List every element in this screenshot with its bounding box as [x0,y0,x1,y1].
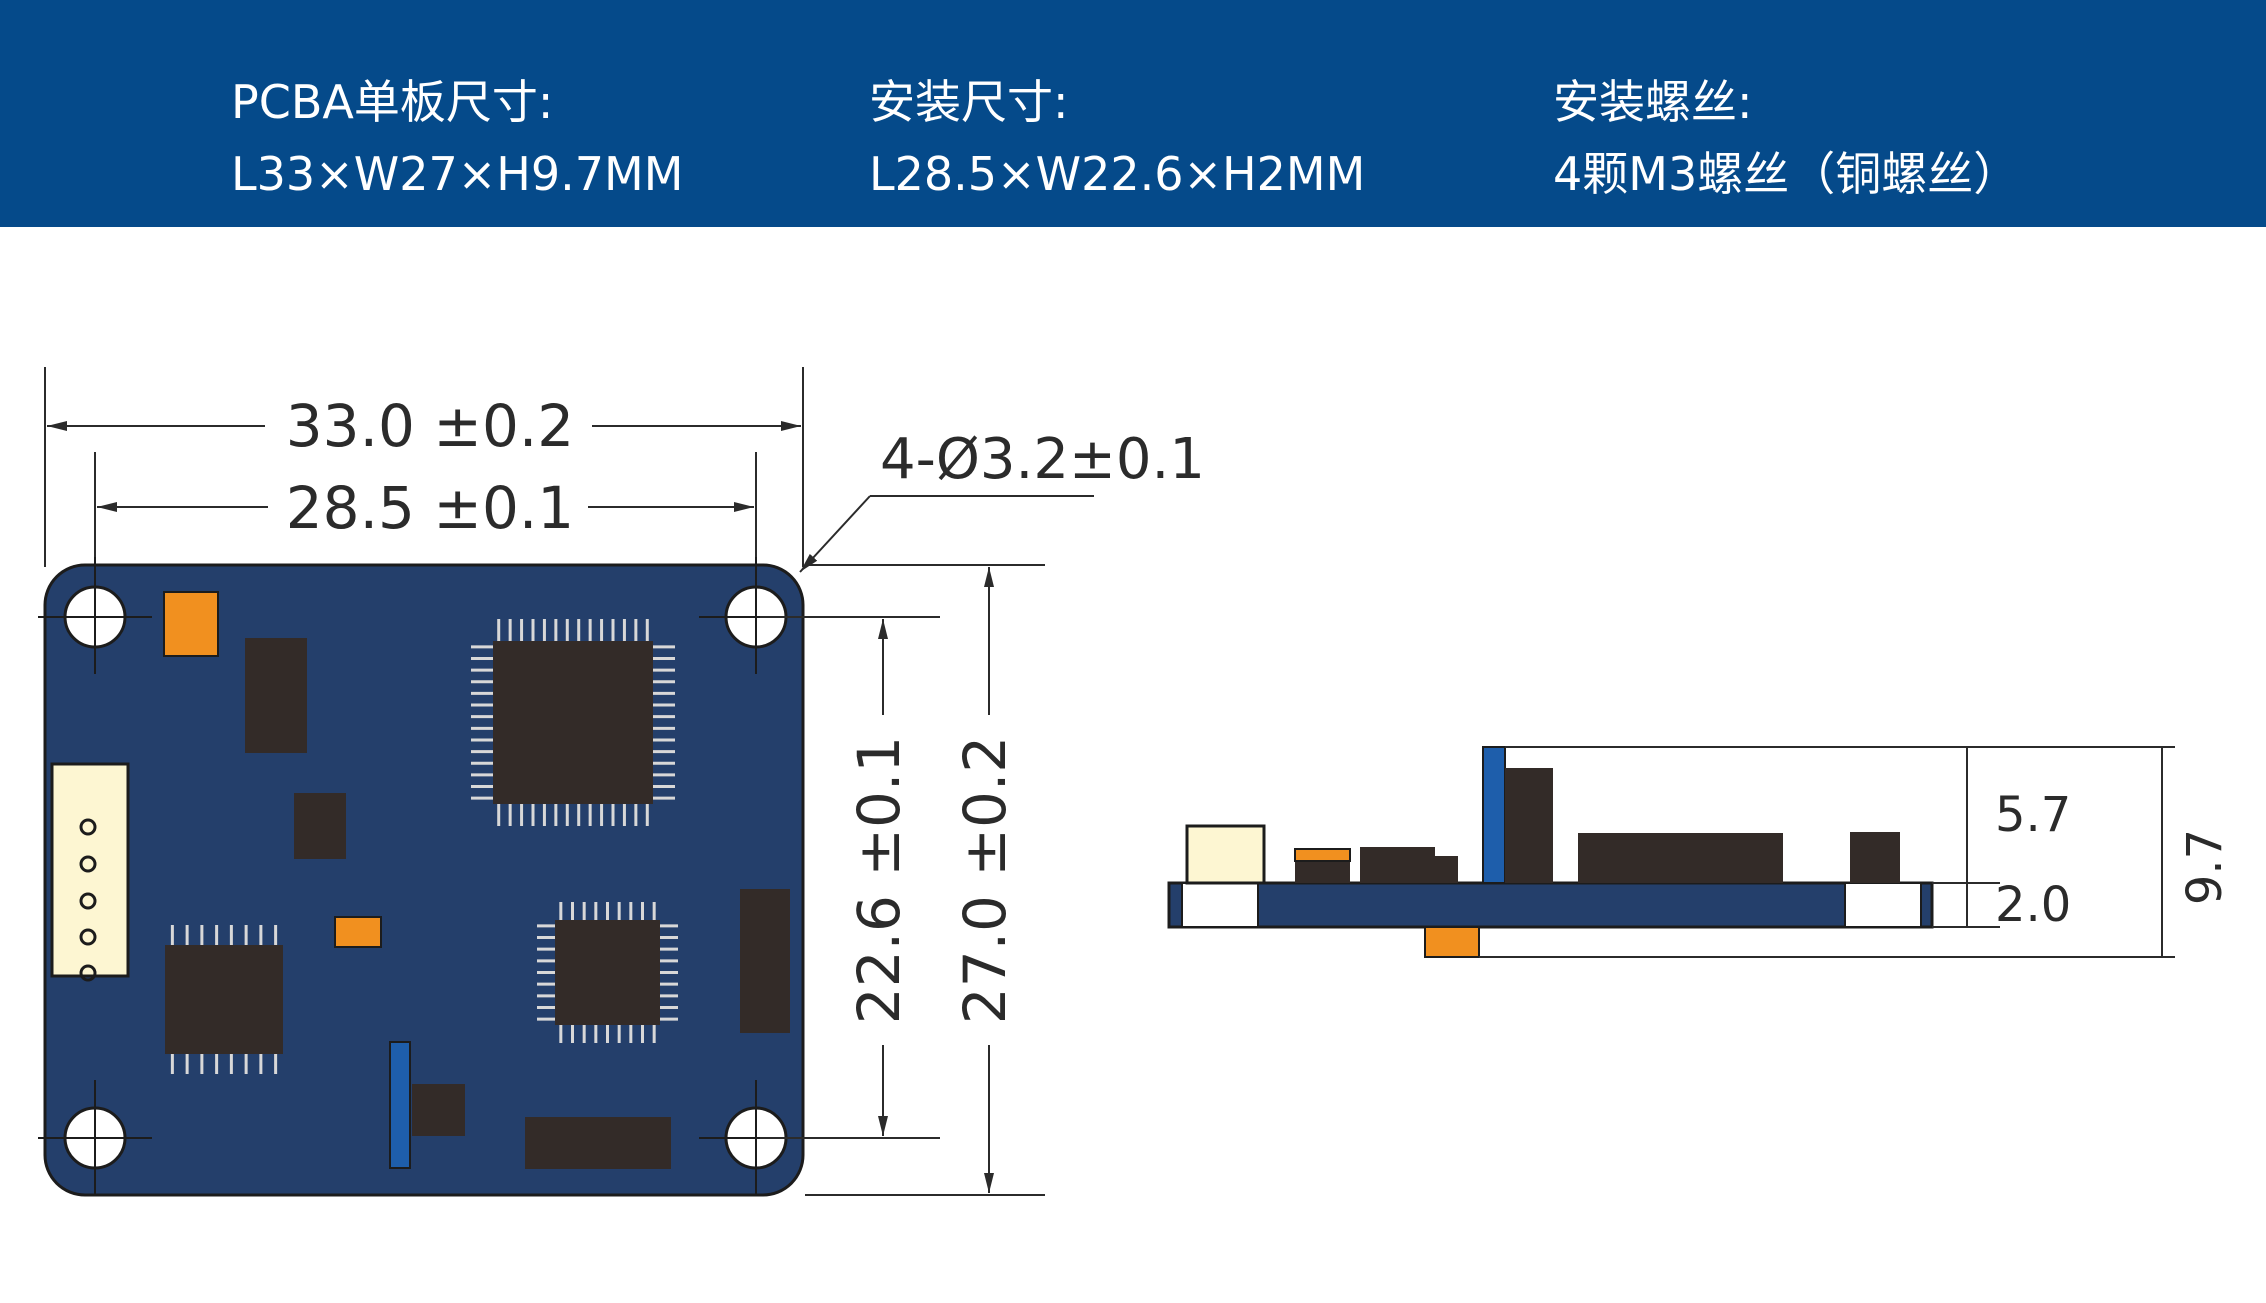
dim-board-height: 2.0 [1966,877,2071,933]
orange-component [163,591,219,657]
chip [245,638,307,753]
dim-label: 28.5 ±0.1 [286,474,574,542]
chip-side [1435,856,1458,883]
soic-chip [165,925,283,1074]
spec-banner: PCBA单板尺寸: L33×W27×H9.7MM 安装尺寸: L28.5×W22… [0,0,2266,227]
dim-label: 4-Ø3.2±0.1 [880,427,1205,492]
spec-label: PCBA单板尺寸: [231,75,554,129]
spec-value: 4颗M3螺丝（铜螺丝） [1553,147,2020,201]
dim-overall-width: 27.0 ±0.2 [805,564,1045,1196]
dim-label: 9.7 [2177,829,2233,905]
mounting-hole [38,557,152,674]
chip-side [1505,768,1553,883]
chip-side [1850,832,1900,883]
qfp-chip-small [537,902,678,1043]
dimension-drawing: 33.0 ±0.2 28.5 ±0.1 4-Ø3.2±0.1 22.6 ±0.1 [38,367,2233,1197]
dim-label: 22.6 ±0.1 [845,736,913,1024]
spec-pcba-size: PCBA单板尺寸: L33×W27×H9.7MM [231,66,683,210]
top-view: 33.0 ±0.2 28.5 ±0.1 4-Ø3.2±0.1 22.6 ±0.1 [38,367,1205,1197]
dim-label: 33.0 ±0.2 [286,392,574,460]
pcb-board-side [1167,881,1934,929]
spec-screws: 安装螺丝: 4颗M3螺丝（铜螺丝） [1553,66,2019,210]
dim-component-height: 5.7 [1966,747,2071,883]
chip-side [1578,833,1783,883]
chip [525,1117,671,1169]
dim-label: 2.0 [1995,877,2071,933]
orange-component [334,916,382,948]
qfp-chip-large [471,619,675,826]
mounting-hole-section [1844,882,1922,928]
connector [50,762,130,982]
chip [740,889,790,1033]
spec-label: 安装尺寸: [869,75,1069,129]
chip [294,793,346,859]
blue-part-side [1482,746,1506,884]
dim-label: 5.7 [1995,787,2071,843]
spec-value: L28.5×W22.6×H2MM [869,147,1366,201]
orange-component-bottom [1424,926,1480,958]
dim-label: 27.0 ±0.2 [951,736,1019,1024]
mounting-hole-section [1181,882,1259,928]
dim-hole-callout: 4-Ø3.2±0.1 [799,427,1205,573]
chip-side [1360,847,1435,883]
mounting-hole [38,1080,152,1195]
spec-value: L33×W27×H9.7MM [231,147,684,201]
side-view: 5.7 2.0 9.7 [1167,746,2233,958]
dim-mount-length: 28.5 ±0.1 [94,452,757,557]
spec-label: 安装螺丝: [1553,75,1753,129]
blue-part [389,1041,411,1169]
dim-mount-width: 22.6 ±0.1 [760,616,940,1139]
chip [412,1084,465,1136]
orange-component-side [1294,848,1351,862]
connector-side [1185,824,1266,885]
dim-overall-length: 33.0 ±0.2 [44,367,804,567]
dim-total-height: 9.7 [2161,747,2233,957]
spec-mount-size: 安装尺寸: L28.5×W22.6×H2MM [869,66,1365,210]
